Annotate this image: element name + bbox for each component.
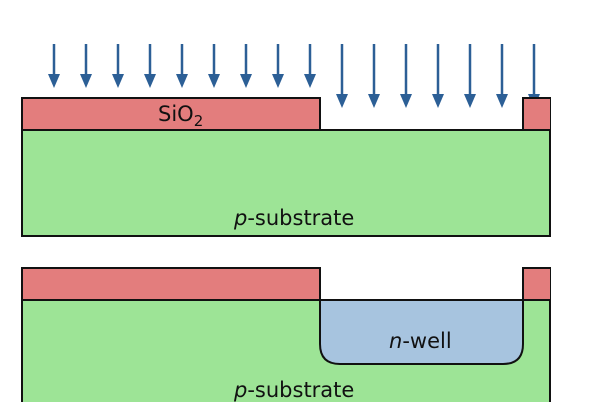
substrate-bottom-label: p-substrate (233, 378, 354, 402)
oxide-left-bottom (21, 267, 321, 301)
n-well-region (319, 299, 524, 365)
long-implant-arrow-5 (464, 44, 476, 108)
short-implant-arrow-7 (240, 44, 252, 88)
short-implant-arrow-6 (208, 44, 220, 88)
substrate-top-region (21, 129, 551, 237)
short-implant-arrow-9 (304, 44, 316, 88)
long-implant-arrow-4 (432, 44, 444, 108)
arrows-group (48, 44, 540, 108)
long-implant-arrow-6 (496, 44, 508, 108)
n-well-label: n-well (389, 329, 452, 353)
long-implant-arrow-3 (400, 44, 412, 108)
oxide-right-top (522, 97, 552, 131)
top-panel: SiO2 p-substrate (21, 90, 600, 240)
oxide-subscript: 2 (194, 112, 204, 130)
short-implant-arrow-5 (176, 44, 188, 88)
bottom-panel: n-well p-substrate (21, 260, 600, 402)
oxide-left-top (21, 97, 321, 131)
short-implant-arrow-1 (48, 44, 60, 88)
short-implant-arrow-8 (272, 44, 284, 88)
oxide-right-bottom (522, 267, 552, 301)
short-implant-arrow-2 (80, 44, 92, 88)
oxide-label: SiO2 (158, 102, 203, 130)
long-implant-arrow-2 (368, 44, 380, 108)
substrate-top-label: p-substrate (233, 206, 354, 230)
short-implant-arrow-3 (112, 44, 124, 88)
short-implant-arrow-4 (144, 44, 156, 88)
long-implant-arrow-1 (336, 44, 348, 108)
